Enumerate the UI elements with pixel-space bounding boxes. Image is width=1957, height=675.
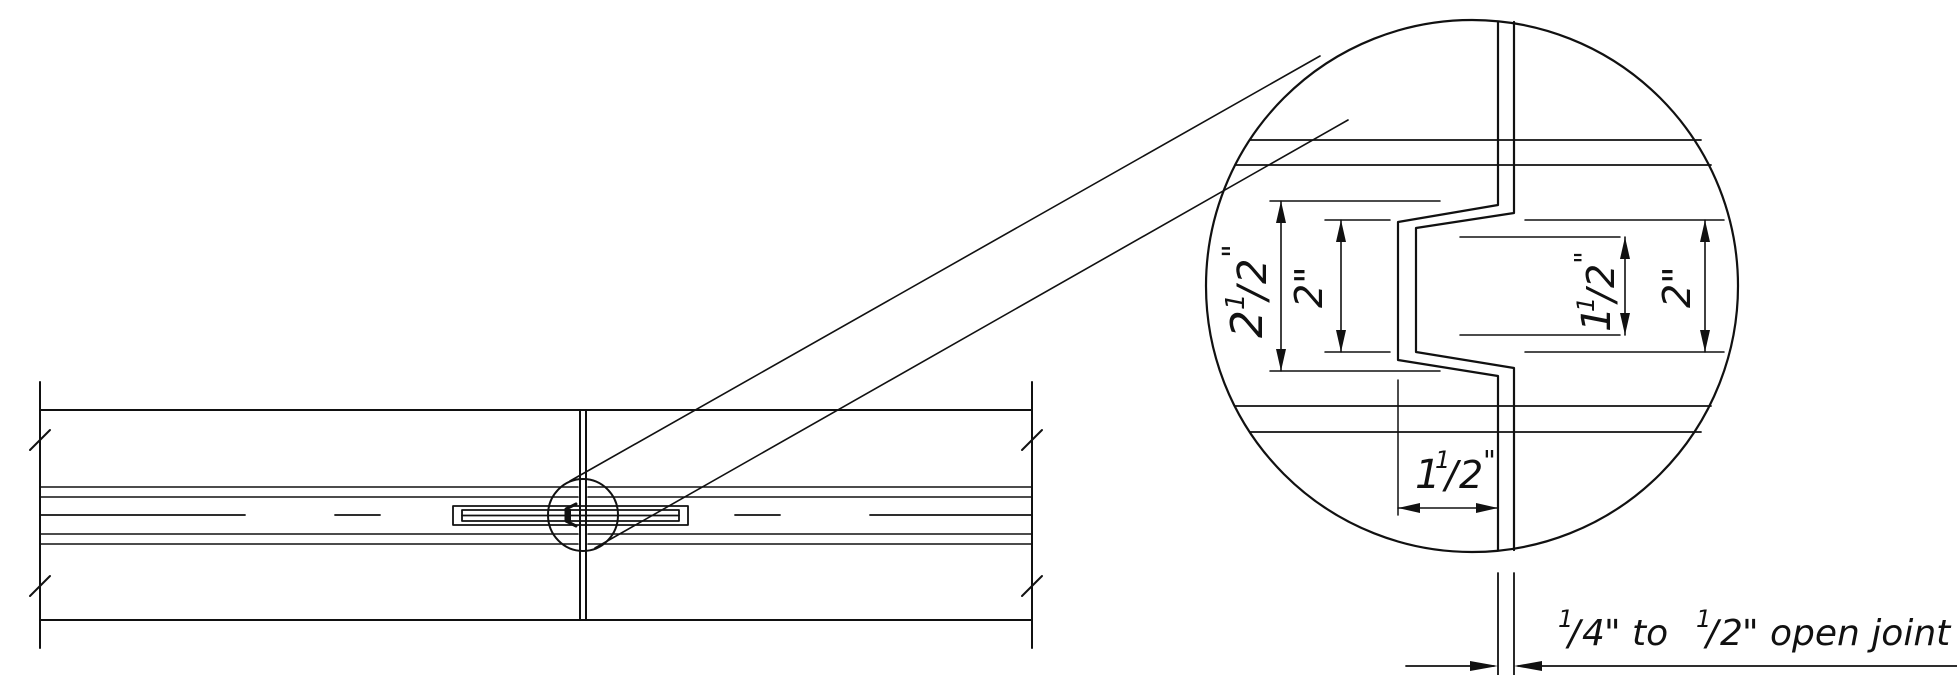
label-num: 1 (1221, 293, 1251, 310)
dimension-arrows (1276, 201, 1710, 671)
arrow-down-icon (1620, 313, 1630, 335)
label-text: 2" (1287, 266, 1331, 308)
label-slash2: / (1703, 613, 1722, 654)
label-unit: " (1217, 244, 1252, 258)
label-whole: 1 (1574, 307, 1620, 332)
arrow-up-icon (1276, 201, 1286, 223)
arrow-up-icon (1620, 237, 1630, 259)
label-unit: " (1568, 251, 1601, 264)
joint-profile-left (1396, 20, 1500, 552)
label-dim-2-left: 2" (1287, 266, 1331, 308)
arrow-down-icon (1700, 330, 1710, 352)
label-open-joint: 1 / 4 " to 1 / 2 " open joint (1558, 605, 1952, 654)
label-num2: 1 (1696, 605, 1711, 633)
label-mid: " to (1604, 613, 1668, 654)
arrow-up-icon (1336, 220, 1346, 242)
break-mark-icon (29, 429, 51, 451)
label-unit: " (1483, 444, 1496, 477)
label-slash: / (1442, 453, 1462, 497)
arrow-right-icon (1476, 503, 1498, 513)
detail-circle (1204, 18, 1740, 554)
detail-callout-circle (547, 478, 619, 552)
label-tail: " open joint (1742, 613, 1952, 654)
label-num: 1 (1572, 297, 1600, 312)
label-whole: 2 (1222, 310, 1273, 338)
label-num1: 1 (1558, 605, 1573, 633)
label-den1: 4 (1582, 613, 1605, 654)
keyway-fill (566, 509, 571, 521)
break-mark-icon (29, 575, 51, 597)
label-den: 2 (1230, 259, 1276, 284)
arrow-down-icon (1336, 330, 1346, 352)
label-dim-2-5: 2 1 / 2 " (1217, 244, 1276, 338)
plan-view (29, 381, 1043, 649)
break-mark-icon (1021, 575, 1043, 597)
break-mark-icon (1021, 429, 1043, 451)
label-slash1: / (1565, 613, 1584, 654)
label-dim-1-5-bottom: 1 1 / 2 " (1415, 444, 1496, 498)
arrow-left-icon (1398, 503, 1420, 513)
detail-leader-line-upper (569, 55, 1321, 482)
label-dim-2-right: 2" (1655, 266, 1699, 308)
arrow-up-icon (1700, 220, 1710, 242)
label-slash: / (1579, 285, 1623, 305)
arrow-right-icon (1470, 661, 1498, 671)
label-dim-1-5-right: 1 1 / 2 " (1568, 251, 1623, 332)
label-whole: 1 (1415, 452, 1440, 498)
lane-band (39, 486, 1033, 545)
label-den: 2 (1579, 264, 1623, 288)
label-slash: / (1230, 282, 1276, 303)
joint-profile-right (1414, 20, 1516, 552)
label-den: 2 (1459, 453, 1483, 497)
arrow-down-icon (1276, 349, 1286, 371)
label-num: 1 (1435, 446, 1450, 474)
label-den2: 2 (1720, 613, 1743, 654)
label-text: 2" (1655, 266, 1699, 308)
arrow-left-icon (1514, 661, 1542, 671)
